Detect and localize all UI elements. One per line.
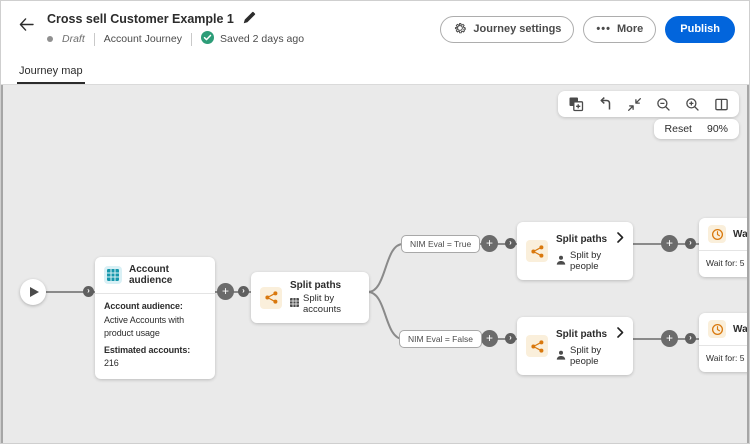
header-actions: Journey settings ••• More Publish [440,15,735,43]
split-paths-people-node-bottom[interactable]: Split paths Split by people [517,317,633,382]
divider [190,32,192,46]
flow-arrow-marker: › [83,286,94,297]
split-subtitle: Split by people [570,250,602,272]
add-node-button[interactable]: + [481,235,498,252]
journey-canvas[interactable]: Reset 90% › › › › › › + + + + + NIM Eval… [1,85,749,443]
journey-settings-button[interactable]: Journey settings [440,15,575,43]
status-state: Draft [62,33,85,45]
branch-label-false[interactable]: NIM Eval = False [399,330,482,348]
flow-arrow-marker: › [505,333,516,344]
wait-duration: Wait for: 5 days [706,258,747,268]
journey-type-label: Account Journey [103,33,182,45]
node-details: Account audience: Active Accounts with p… [95,294,215,379]
journey-start-node[interactable] [20,279,46,305]
node-title: Split paths [290,280,342,291]
zoom-in-icon[interactable] [684,96,700,112]
back-button[interactable] [13,13,39,39]
node-title: Wait [733,323,748,335]
node-title: Split paths [556,328,608,340]
person-icon [556,255,566,268]
minimap-icon[interactable] [713,96,729,112]
wait-duration: Wait for: 5 days [706,353,747,363]
saved-status-text: Saved 2 days ago [219,33,305,45]
split-paths-icon [526,240,548,262]
canvas-toolbar [558,91,739,117]
zoom-level-value[interactable]: 90% [706,123,728,135]
flow-arrow-marker: › [505,238,516,249]
accounts-grid-icon [290,298,299,310]
account-audience-node[interactable]: Account audience Account audience: Activ… [95,257,215,379]
more-label: More [616,23,644,35]
page-title: Cross sell Customer Example 1 [47,12,234,26]
add-node-button[interactable]: + [217,283,234,300]
wait-node-bottom[interactable]: Wait Wait for: 5 days [699,313,748,372]
split-paths-icon [260,286,282,309]
person-icon [556,350,566,363]
estimated-label: Estimated accounts: [104,344,191,355]
node-title: Split paths [556,233,608,245]
header: Cross sell Customer Example 1 Draft Acco… [1,1,749,57]
saved-status: Saved 2 days ago [200,31,305,47]
tab-journey-map[interactable]: Journey map [17,65,85,84]
play-icon [29,287,39,297]
audience-label: Account audience: [104,301,183,311]
tab-bar: Journey map [1,57,749,85]
draft-status-dot [47,36,53,42]
wait-node-top[interactable]: Wait Wait for: 5 days [699,218,748,277]
wait-clock-icon [708,320,726,338]
estimated-value: 216 [104,358,119,368]
add-node-button[interactable]: + [661,330,678,347]
node-title: Account audience [129,264,173,286]
branch-label-true[interactable]: NIM Eval = True [401,235,481,253]
duplicate-add-icon[interactable] [568,96,584,112]
more-dots-icon: ••• [596,23,611,35]
flow-arrow-marker: › [238,286,249,297]
split-paths-icon [526,335,548,357]
divider [93,32,95,46]
account-audience-icon [104,266,122,284]
add-node-button[interactable]: + [481,330,498,347]
edit-title-button[interactable] [243,11,259,27]
flow-arrow-marker: › [685,238,696,249]
journey-settings-label: Journey settings [473,23,562,35]
gear-icon [453,21,467,38]
split-subtitle: Split by accounts [303,293,342,315]
node-title: Wait [733,228,748,240]
wait-clock-icon [708,225,726,243]
title-block: Cross sell Customer Example 1 Draft Acco… [47,11,440,47]
zoom-out-icon[interactable] [655,96,671,112]
split-paths-people-node-top[interactable]: Split paths Split by people [517,222,633,287]
back-arrow-icon [19,18,34,34]
audience-value: Active Accounts with product usage [104,314,185,339]
reset-zoom-button[interactable]: Reset [664,123,692,135]
undo-arrow-icon[interactable] [597,96,613,112]
check-circle-icon [200,31,214,47]
zoom-controls: Reset 90% [653,119,739,139]
more-button[interactable]: ••• More [583,15,657,43]
split-paths-accounts-node[interactable]: Split paths Split by accounts [251,272,369,323]
publish-button[interactable]: Publish [665,15,735,43]
flow-arrow-marker: › [685,333,696,344]
collapse-icon[interactable] [626,96,642,112]
add-node-button[interactable]: + [661,235,678,252]
pencil-icon [243,11,256,27]
expand-chevron-icon[interactable] [617,230,624,248]
split-subtitle: Split by people [570,345,602,367]
status-row: Draft Account Journey Saved 2 days ago [47,31,440,47]
expand-chevron-icon[interactable] [617,325,624,343]
